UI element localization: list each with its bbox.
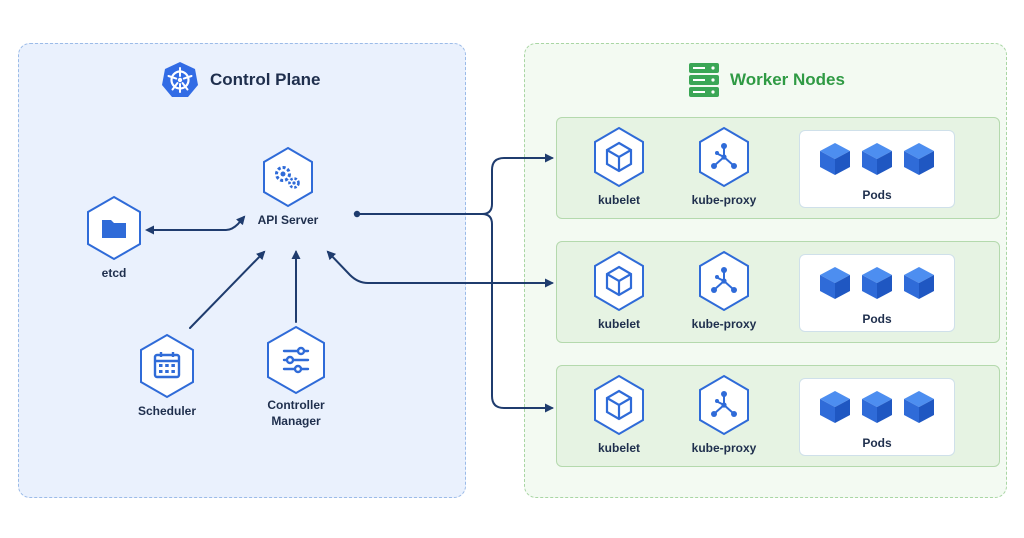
pods-box: Pods [799,378,955,456]
api-connector-dot [353,210,361,218]
api-server-component: API Server [236,146,340,228]
pod-cube-icon [862,267,892,299]
kube-proxy-component: kube-proxy [681,250,767,332]
network-nodes-icon [699,126,749,188]
pod-cube-icon [862,391,892,423]
api-to-workers-line [356,153,554,215]
pod-cube-icon [820,391,850,423]
pod-cube-icon [820,143,850,175]
kube-proxy-label: kube-proxy [691,193,757,207]
kube-proxy-component: kube-proxy [681,374,767,456]
controller-manager-label-line2: Manager [271,414,321,428]
pods-label: Pods [862,436,892,450]
scheduler-component: Scheduler [125,333,209,419]
worker-node-2: kubelet kube-proxy Pods [556,241,1000,343]
gears-icon [263,146,313,208]
api-server-label: API Server [257,213,319,227]
pod-cube-icon [820,267,850,299]
network-nodes-icon [699,374,749,436]
control-plane-panel [18,43,466,498]
pods-box: Pods [799,130,955,208]
pods-label: Pods [862,188,892,202]
branch-to-node-3 [481,213,554,413]
sliders-icon [267,325,325,395]
worker-nodes-header: Worker Nodes [688,62,845,98]
kubelet-cube-icon [594,250,644,312]
worker-node-1: kubelet kube-proxy Pods [556,117,1000,219]
scheduler-label: Scheduler [137,404,197,418]
workers-to-api-arrow [326,250,493,284]
kube-proxy-label: kube-proxy [691,317,757,331]
kubernetes-logo-icon [162,62,198,97]
pod-cube-icon [904,267,934,299]
pod-cube-icon [904,391,934,423]
kubelet-component: kubelet [579,250,659,332]
worker-node-3: kubelet kube-proxy Pods [556,365,1000,467]
control-plane-header: Control Plane [160,60,321,100]
kubelet-component: kubelet [579,126,659,208]
scheduler-api-arrow [189,250,266,329]
pods-box: Pods [799,254,955,332]
calendar-icon [140,333,194,399]
kubelet-label: kubelet [597,317,640,331]
kubelet-label: kubelet [597,193,640,207]
kubelet-cube-icon [594,126,644,188]
pod-cube-icon [862,143,892,175]
pod-cube-icon [904,143,934,175]
pods-label: Pods [862,312,892,326]
pod-cubes [800,265,954,301]
pod-cubes [800,141,954,177]
etcd-component: etcd [72,195,156,281]
kube-proxy-label: kube-proxy [691,441,757,455]
etcd-api-arrow [145,215,246,235]
network-nodes-icon [699,250,749,312]
kubelet-label: kubelet [597,441,640,455]
server-rack-icon [689,63,719,97]
kubelet-component: kubelet [579,374,659,456]
controller-manager-component: Controller Manager [254,325,338,429]
pod-cubes [800,389,954,425]
kubelet-cube-icon [594,374,644,436]
kube-proxy-component: kube-proxy [681,126,767,208]
worker-nodes-title: Worker Nodes [730,70,845,89]
control-plane-title: Control Plane [210,70,321,89]
controller-manager-label-line1: Controller [267,398,325,412]
etcd-label: etcd [101,266,127,280]
folder-icon [87,195,141,261]
